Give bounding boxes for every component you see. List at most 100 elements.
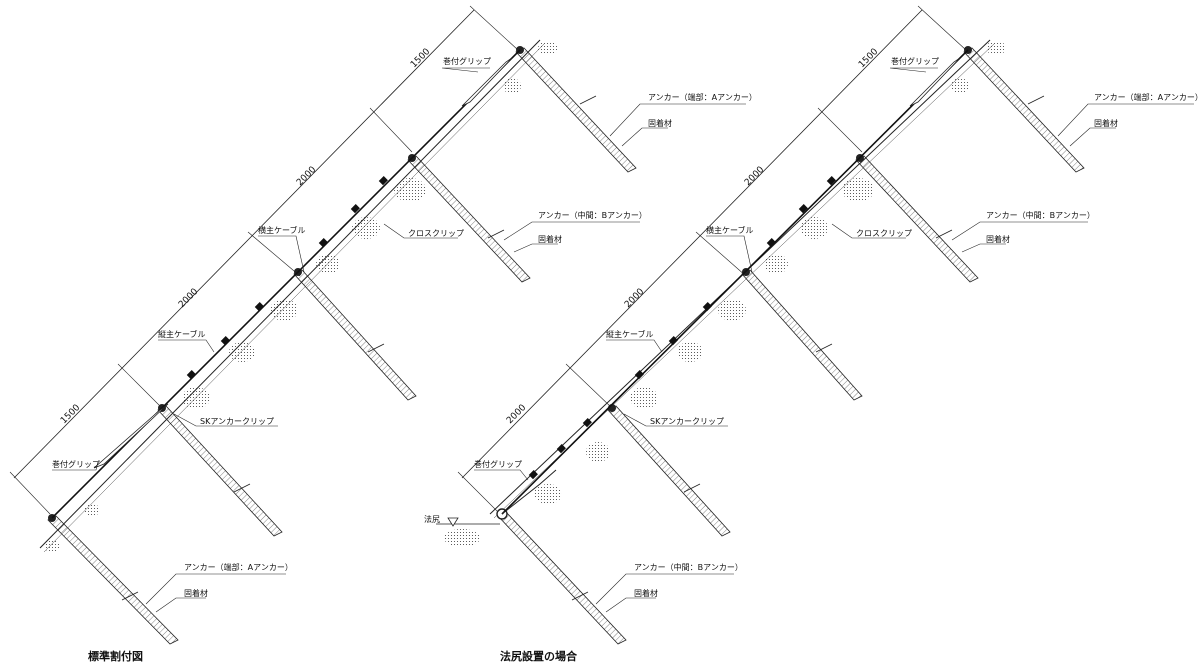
fixing-material [182, 387, 210, 409]
fixing-material [718, 299, 746, 321]
label-grip-bottom: 巻付グリップ [474, 459, 522, 469]
grip-segment [501, 469, 557, 515]
fixing-material [316, 254, 340, 274]
leader-line [383, 223, 458, 239]
label-horizontal-cable: 横主ケーブル [706, 225, 754, 235]
cross-clip [766, 238, 776, 248]
fixing-material [538, 41, 558, 55]
figure-toe-installation: 2000 2000 2000 1500 [424, 5, 1200, 663]
dimension-label: 1500 [857, 47, 880, 70]
fixing-material [534, 484, 562, 504]
fixing-material [800, 217, 828, 239]
dimension-tick [469, 5, 519, 51]
leader-line [441, 67, 490, 73]
label-anchor-mid-bottom: アンカー（中間：Bアンカー） [634, 562, 743, 572]
cross-clip [668, 336, 678, 346]
dimension-label: 2000 [743, 165, 766, 188]
leader-line [951, 221, 1088, 241]
anchor-bar [47, 515, 179, 645]
label-grip-top: 巻付グリップ [443, 56, 491, 66]
cross-clip [186, 370, 196, 380]
label-sk-clip: SKアンカークリップ [650, 417, 724, 426]
cross-clip [556, 444, 566, 454]
label-vertical-cable: 縦主ケーブル [606, 329, 654, 339]
fixing-material [352, 217, 380, 239]
anchor-bar [497, 511, 627, 645]
grip-segment [461, 57, 513, 107]
label-fixing-mid: 固着材 [538, 234, 562, 244]
cross-clip [254, 302, 264, 312]
label-anchor-end-top: アンカー（端部：Aアンカー） [648, 92, 757, 102]
fixing-material [444, 529, 480, 547]
label-cross-clip: クロスクリップ [408, 229, 464, 238]
grip-segment [909, 57, 961, 107]
dimension-line [13, 9, 475, 479]
main-cable [501, 49, 969, 515]
fixing-material [842, 178, 874, 202]
figure-standard-layout: 1500 2000 2000 1500 [9, 5, 757, 663]
dimension-label: 1500 [59, 403, 82, 426]
label-sk-clip: SKアンカークリップ [200, 417, 274, 426]
dimension-label: 2000 [295, 165, 318, 188]
leader-line [158, 339, 215, 353]
slope-surface-line-inner [43, 43, 545, 553]
main-cable [51, 49, 521, 519]
anchor-bar [293, 269, 417, 401]
fixing-material [503, 78, 521, 94]
dimension-tick [817, 107, 863, 153]
toe-marker [447, 517, 459, 527]
label-grip-top: 巻付グリップ [891, 56, 939, 66]
leader-line [145, 573, 286, 605]
dimension-label: 1500 [409, 47, 432, 70]
leader-line [258, 235, 305, 273]
leader-line [605, 597, 656, 613]
cross-clip [702, 302, 712, 312]
anchor-bar [741, 269, 863, 401]
label-fixing-bottom: 固着材 [634, 588, 658, 598]
cross-clip [220, 336, 230, 346]
leader-line [706, 235, 753, 273]
label-anchor-end-top: アンカー（端部：Aアンカー） [1094, 92, 1200, 102]
leader-line [606, 339, 663, 353]
label-horizontal-cable: 横主ケーブル [258, 225, 306, 235]
label-cross-clip: クロスクリップ [856, 229, 912, 238]
leader-line [173, 413, 278, 427]
leader-line [623, 413, 728, 427]
dimension-tick [247, 231, 301, 277]
leader-line [1069, 127, 1116, 147]
label-toe: 法尻 [424, 514, 440, 524]
cross-clip [318, 238, 328, 248]
leader-line [621, 127, 668, 147]
fixing-material [270, 299, 298, 321]
fixing-material [84, 504, 100, 516]
slope-surface-line [39, 39, 541, 549]
dimension-label: 2000 [177, 287, 200, 310]
fixing-material [764, 254, 788, 274]
anchor-bar [407, 155, 531, 283]
label-fixing-top: 固着材 [1094, 118, 1118, 128]
dimension-tick [117, 363, 163, 409]
fixing-material [677, 342, 703, 362]
cross-clip [350, 204, 360, 214]
leader-line [831, 223, 906, 239]
fixing-material [586, 442, 610, 462]
leader-line [889, 67, 938, 73]
leader-line [961, 243, 1006, 253]
figure-title: 標準割付図 [88, 649, 143, 663]
cross-clip [378, 176, 388, 186]
figure-title: 法尻設置の場合 [500, 649, 578, 663]
leader-line [609, 103, 746, 137]
leader-line [52, 461, 99, 471]
dimension-tick [457, 471, 501, 515]
label-fixing-mid: 固着材 [986, 234, 1010, 244]
dimension-label: 2000 [623, 287, 646, 310]
fixing-material [394, 178, 426, 202]
dimension-tick [565, 363, 613, 409]
label-vertical-cable: 縦主ケーブル [158, 329, 206, 339]
label-anchor-mid: アンカー（中間：Bアンカー） [538, 210, 647, 220]
grip-segment [93, 403, 169, 469]
label-fixing-bottom: 固着材 [184, 588, 208, 598]
anchor-bar [855, 155, 979, 283]
label-grip-bottom: 巻付グリップ [52, 459, 100, 469]
